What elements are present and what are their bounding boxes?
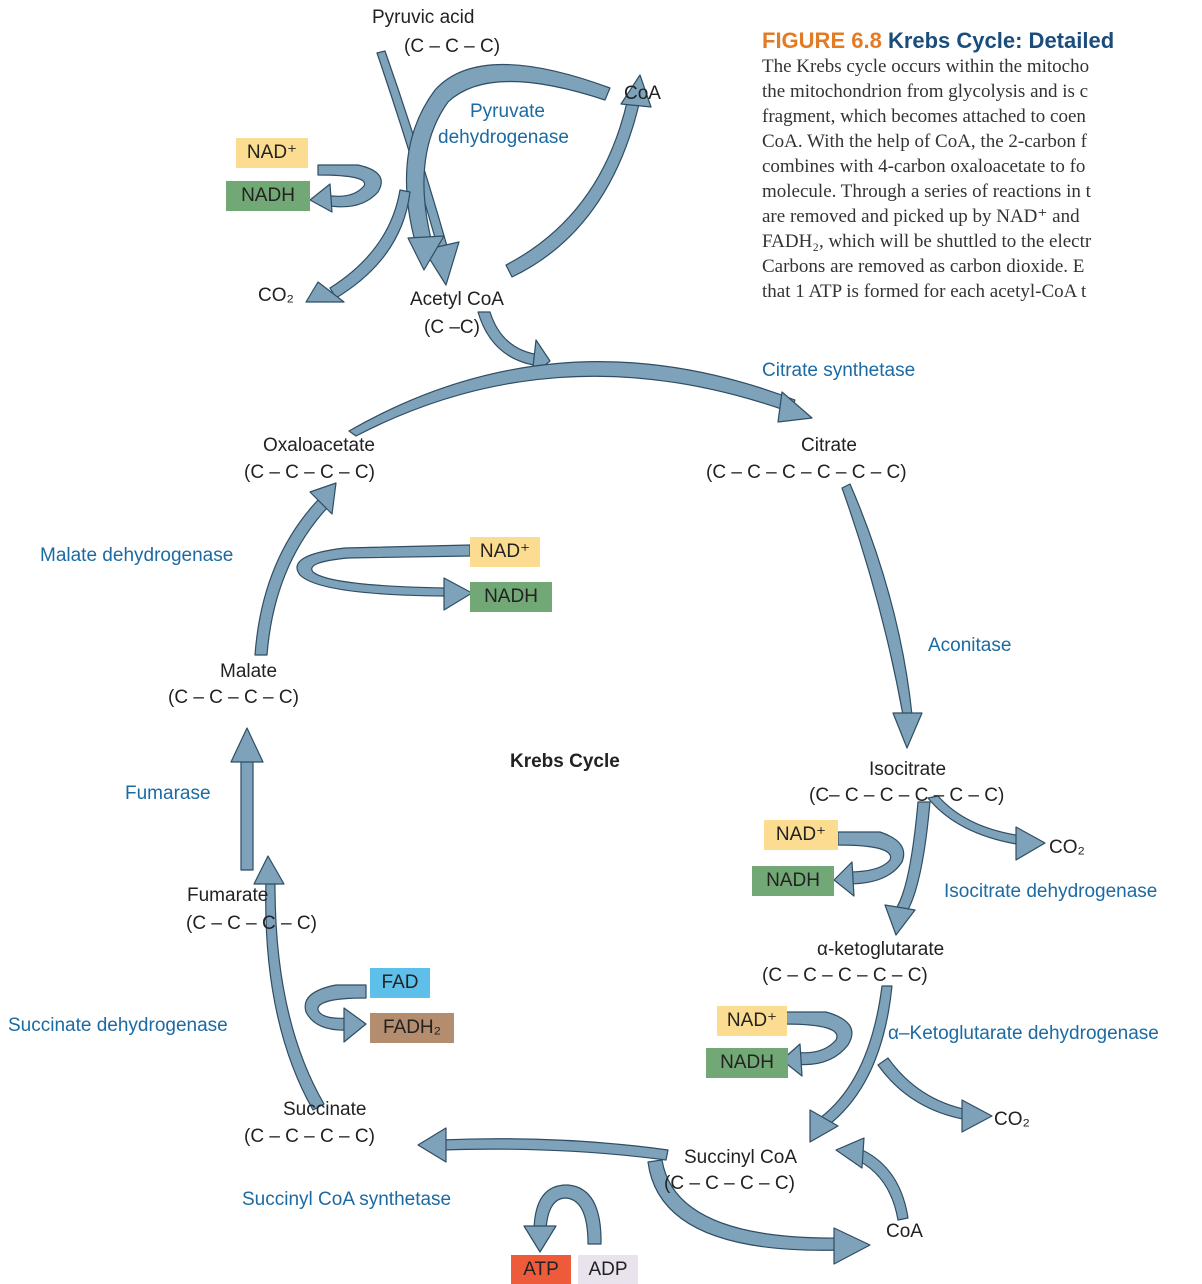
arrowhead-malate [230,727,264,763]
caption-line: Carbons are removed as carbon dioxide. E [762,256,1085,277]
aconitase-label: Aconitase [928,635,1012,656]
nadh-akg-box: NADH [706,1048,788,1078]
krebs-cycle-center-label: Krebs Cycle [510,751,620,772]
pyruvic-acid-formula: (C – C – C) [404,36,501,57]
oxaloacetate-formula: (C – C – C – C) [244,462,375,483]
arrowhead-fumarate [253,855,285,885]
figure-caption: FIGURE 6.8 Krebs Cycle: Detailed The Kre… [762,28,1202,304]
coa-top-label: CoA [624,83,661,104]
arrow-citrate-to-isocitrate [841,483,913,716]
co2-iso-label: CO₂ [1049,837,1085,858]
caption-line: combines with 4-carbon oxaloacetate to f… [762,156,1086,177]
succinate-formula: (C – C – C – C) [244,1126,375,1147]
citrate-formula: (C – C – C – C – C – C) [706,462,907,483]
arrowhead-nadh-malate [443,577,473,611]
caption-line: The Krebs cycle occurs within the mitoch… [762,56,1090,77]
malate-formula: (C – C – C – C) [168,687,299,708]
arrowhead-coa-top [620,74,652,108]
acetyl-coa-label: Acetyl CoA [410,289,504,310]
succinyl-coa-formula: (C – C – C – C) [664,1173,795,1194]
succinyl-coa-synthetase-label: Succinyl CoA synthetase [242,1189,452,1210]
arrowhead-oxaloacetate [309,482,337,515]
nadh-malate-box: NADH [470,582,552,612]
arrowhead-nadh-iso [833,861,855,897]
nad-plus-iso-box: NAD⁺ [764,820,838,850]
citrate-synthetase-label: Citrate synthetase [762,360,916,381]
atp-box: ATP [511,1255,571,1284]
fadh2-box: FADH₂ [370,1013,454,1043]
citrate-label: Citrate [801,435,857,456]
caption-line: that 1 ATP is formed for each acetyl-CoA… [762,281,1087,302]
arrow-akg-to-co2 [877,1057,969,1121]
fad-box: FAD [370,968,430,998]
arrowhead-coa-bottom [833,1227,871,1265]
arrowhead-citrate [777,391,813,423]
arrowhead-akg [884,904,916,936]
malate-label: Malate [220,661,278,682]
nadh-top-box: NADH [226,181,310,211]
arrowhead-isocitrate [892,712,923,749]
arrowhead-co2-top [305,281,345,303]
pyruvate-dh-label-line1: Pyruvate [470,101,545,122]
arrowhead-nadh-akg [781,1043,803,1077]
fumarase-label: Fumarase [125,783,211,804]
isocitrate-label: Isocitrate [869,759,947,780]
arrowhead-atp [523,1225,557,1253]
akg-formula: (C – C – C – C – C) [762,965,928,986]
fumarate-label: Fumarate [187,885,269,906]
arrowhead-nadh-top [309,183,333,213]
oxaloacetate-label: Oxaloacetate [263,435,375,456]
arrow-succinyl-to-succinate [439,1138,669,1161]
arrowhead-pyruvate-dh [407,235,445,271]
arrow-acetyl-to-cycle [477,311,541,367]
pyruvic-acid-label: Pyruvic acid [372,7,475,28]
arrowhead-fadh2 [343,1007,367,1043]
arrow-oxaloacetate-to-citrate [348,361,796,437]
acetyl-coa-formula: (C –C) [424,317,480,338]
arrow-acetyl-to-coa [505,97,641,278]
co2-akg-label: CO₂ [994,1109,1030,1130]
arrowhead-coa-succinyl [835,1137,865,1169]
akg-dh-label: α–Ketoglutarate dehydrogenase [888,1023,1159,1044]
arrowhead-succinyl [809,1109,839,1143]
nad-plus-top-box: NAD⁺ [236,138,308,168]
arrowhead-co2-iso [1015,826,1046,861]
caption-line: FADH₂, which will be shuttled to the ele… [762,231,1092,252]
caption-line: are removed and picked up by NAD⁺ and [762,206,1080,227]
succinyl-coa-label: Succinyl CoA [684,1147,797,1168]
nad-plus-akg-box: NAD⁺ [717,1006,787,1036]
pyruvate-dh-label-line2: dehydrogenase [438,127,569,148]
isocitrate-dh-label: Isocitrate dehydrogenase [944,881,1158,902]
akg-label: α-ketoglutarate [817,939,945,960]
figure-number: FIGURE 6.8 [762,28,882,53]
adp-box: ADP [578,1255,638,1284]
malate-dh-label: Malate dehydrogenase [40,545,234,566]
caption-line: the mitochondrion from glycolysis and is… [762,81,1089,102]
co2-top-label: CO₂ [258,285,294,306]
succinate-dh-label: Succinate dehydrogenase [8,1015,228,1036]
nadh-iso-box: NADH [752,866,834,896]
arrowhead-co2-akg [961,1099,993,1133]
caption-line: fragment, which becomes attached to coen [762,106,1086,127]
arrowhead-succinate [417,1127,447,1163]
figure-heading: FIGURE 6.8 Krebs Cycle: Detailed [762,28,1202,54]
caption-line: molecule. Through a series of reactions … [762,181,1091,202]
arrow-fumarate-to-malate [240,759,254,871]
fumarate-formula: (C – C – C – C) [186,913,317,934]
figure-title: Krebs Cycle: Detailed [887,28,1115,53]
caption-line: CoA. With the help of CoA, the 2-carbon … [762,131,1087,152]
nad-plus-malate-box: NAD⁺ [470,537,540,567]
succinate-label: Succinate [283,1099,367,1120]
isocitrate-formula: (C– C – C – C – C – C) [809,785,1005,806]
coa-bottom-label: CoA [886,1221,923,1242]
